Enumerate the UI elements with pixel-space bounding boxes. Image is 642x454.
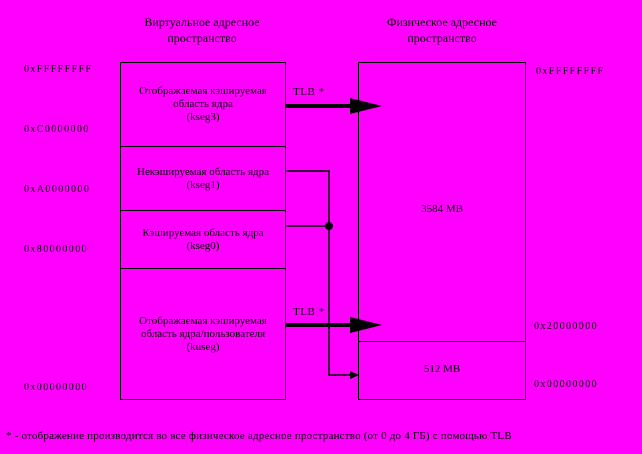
segment-name: (kseg3) <box>186 111 220 123</box>
segment-label: Некэшируемая область ядра <box>137 165 269 178</box>
physical-address-512mb: 0x20000000 <box>534 321 598 332</box>
virtual-address-top: 0xFFFFFFFF <box>24 64 93 75</box>
tlb-label-kseg3: TLB * <box>293 86 325 98</box>
physical-region-upper: 3584 MB <box>421 203 463 215</box>
virtual-address-kseg3-base: 0xC0000000 <box>24 124 90 135</box>
physical-address-bottom: 0x00000000 <box>534 379 598 390</box>
segment-kseg3: Отображаемая кэшируемая область ядра (ks… <box>121 63 285 146</box>
tlb-arrowhead-kuseg <box>350 317 382 333</box>
segment-kseg1: Некэшируемая область ядра (kseg1) <box>121 146 285 210</box>
physical-address-space: 3584 MB 512 MB <box>358 62 526 400</box>
physical-divider <box>359 341 525 342</box>
tlb-arrowhead-kseg3 <box>350 98 382 114</box>
segment-name: (kuseg) <box>186 340 220 353</box>
junction-dot <box>325 222 333 230</box>
physical-space-title: Физическое адресное пространство <box>386 15 498 45</box>
segment-label: Кэшируемая область ядра <box>142 226 264 239</box>
tlb-label-kuseg: TLB * <box>293 306 325 318</box>
kseg1-direct-line <box>286 170 352 376</box>
segment-kseg0: Кэшируемая область ядра (kseg0) <box>121 210 285 268</box>
virtual-address-space: Отображаемая кэшируемая область ядра (ks… <box>120 62 286 400</box>
virtual-space-title: Виртуальное адресное пространство <box>144 15 260 45</box>
segment-kuseg: Отображаемая кэшируемая область ядра/пол… <box>121 268 285 399</box>
virtual-address-kseg1-base: 0xA0000000 <box>24 184 91 195</box>
segment-label: Отображаемая кэшируемая область ядра <box>139 85 267 110</box>
segment-name: (kseg1) <box>186 178 220 191</box>
physical-address-top: 0xFFFFFFFF <box>536 66 605 77</box>
physical-region-lower: 512 MB <box>423 363 461 375</box>
virtual-address-bottom: 0x00000000 <box>24 382 88 393</box>
segment-name: (kseg0) <box>186 239 220 252</box>
direct-arrowhead <box>350 371 359 379</box>
footnote: * - отображение производится во все физи… <box>6 430 512 442</box>
virtual-address-kseg0-base: 0x80000000 <box>24 244 88 255</box>
segment-label: Отображаемая кэшируемая область ядра/пол… <box>139 314 267 340</box>
